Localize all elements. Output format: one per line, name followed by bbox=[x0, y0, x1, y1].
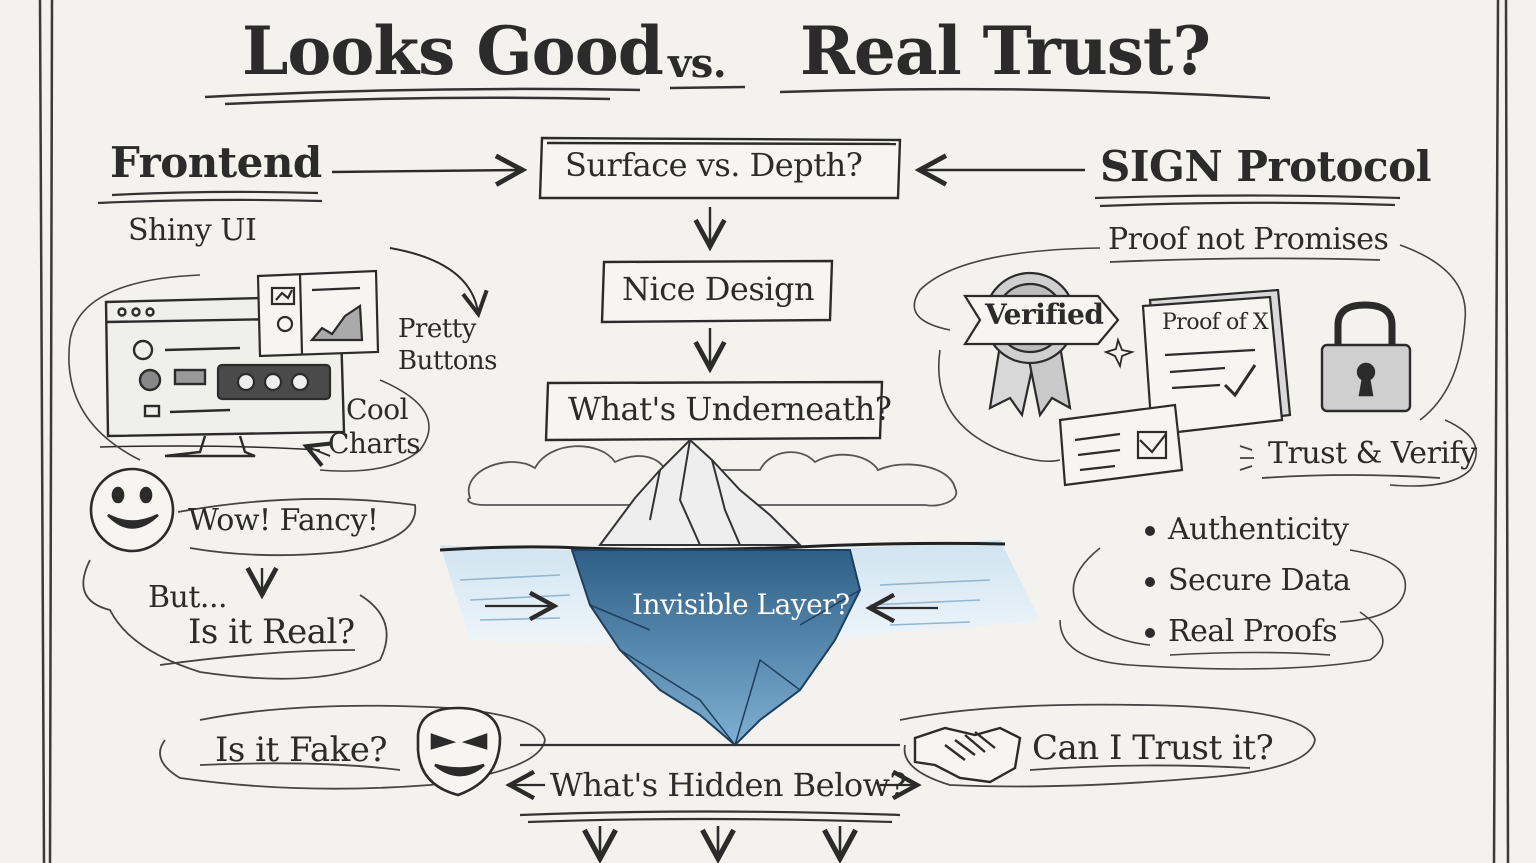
envelope-icon bbox=[1058, 403, 1184, 487]
handshake-icon bbox=[913, 726, 1022, 784]
bullet-points bbox=[1145, 526, 1155, 638]
bullet-secure-data: Secure Data bbox=[1168, 563, 1351, 598]
arrow-to-pretty bbox=[389, 247, 478, 312]
sparkle-icon bbox=[1103, 336, 1136, 369]
cool-charts-label: Cool Charts bbox=[328, 393, 421, 461]
wow-fancy-text: Wow! Fancy! bbox=[188, 503, 379, 538]
proof-of-x-text: Proof of X bbox=[1162, 310, 1269, 335]
right-swirl bbox=[913, 244, 1477, 487]
nice-design-text: Nice Design bbox=[622, 270, 815, 308]
verified-text: Verified bbox=[985, 298, 1104, 331]
title-left: Looks Good bbox=[242, 12, 664, 90]
but-text: But... bbox=[148, 580, 228, 615]
arrow-frontend-to-surface bbox=[331, 170, 520, 172]
hidden-below-text: What's Hidden Below? bbox=[550, 766, 907, 804]
is-it-real-text: Is it Real? bbox=[188, 612, 355, 652]
sign-protocol-heading: SIGN Protocol bbox=[1100, 142, 1432, 191]
iceberg-tip bbox=[598, 438, 803, 546]
proof-not-promises-text: Proof not Promises bbox=[1108, 222, 1389, 257]
fake-oval bbox=[159, 704, 546, 790]
wow-underline bbox=[177, 498, 417, 557]
invisible-layer-text: Invisible Layer? bbox=[632, 588, 850, 621]
is-it-fake-text: Is it Fake? bbox=[215, 730, 388, 770]
surface-box bbox=[538, 136, 902, 200]
certificate-icon bbox=[1141, 288, 1292, 437]
frontend-heading: Frontend bbox=[110, 138, 322, 187]
bullets-swirl bbox=[1059, 547, 1407, 670]
hidden-underline bbox=[519, 743, 901, 824]
mask-face-icon bbox=[416, 706, 502, 797]
trust-verify-underline bbox=[1239, 445, 1441, 479]
smiley-face-icon bbox=[89, 467, 175, 553]
can-i-trust-text: Can I Trust it? bbox=[1032, 728, 1274, 768]
buttons-label: Buttons bbox=[398, 346, 498, 376]
title-right: Real Trust? bbox=[800, 12, 1211, 90]
title-vs: vs. bbox=[668, 40, 727, 87]
pretty-label: Pretty bbox=[398, 314, 476, 344]
proof-underline bbox=[1109, 257, 1381, 263]
is-real-swirl bbox=[82, 559, 388, 680]
bullet-real-proofs: Real Proofs bbox=[1168, 614, 1338, 649]
shiny-ui-label: Shiny UI bbox=[128, 213, 257, 248]
title-underline bbox=[204, 85, 1271, 106]
trust-verify-text: Trust & Verify bbox=[1268, 436, 1477, 471]
iceberg-underwater bbox=[570, 549, 862, 747]
underneath-text: What's Underneath? bbox=[568, 390, 892, 428]
sign-underline bbox=[1094, 194, 1401, 208]
nice-design-box bbox=[600, 259, 834, 324]
button-bar bbox=[216, 363, 332, 401]
chart-panel bbox=[256, 269, 380, 358]
ribbon-badge-icon bbox=[963, 271, 1120, 418]
surface-depth-text: Surface vs. Depth? bbox=[565, 146, 863, 184]
bottom-arrows bbox=[600, 826, 840, 856]
padlock-icon bbox=[1320, 301, 1412, 413]
underneath-box bbox=[544, 380, 884, 442]
page-frame bbox=[38, 0, 1510, 863]
bullet-authenticity: Authenticity bbox=[1168, 512, 1349, 547]
arrow-to-monitor bbox=[308, 447, 330, 456]
trust-oval bbox=[899, 703, 1316, 788]
cool-label: Cool bbox=[346, 393, 409, 426]
left-swirl bbox=[68, 274, 430, 472]
frontend-underline bbox=[97, 190, 323, 205]
pretty-buttons-label: Pretty Buttons bbox=[398, 313, 498, 377]
charts-label: Charts bbox=[328, 427, 421, 460]
